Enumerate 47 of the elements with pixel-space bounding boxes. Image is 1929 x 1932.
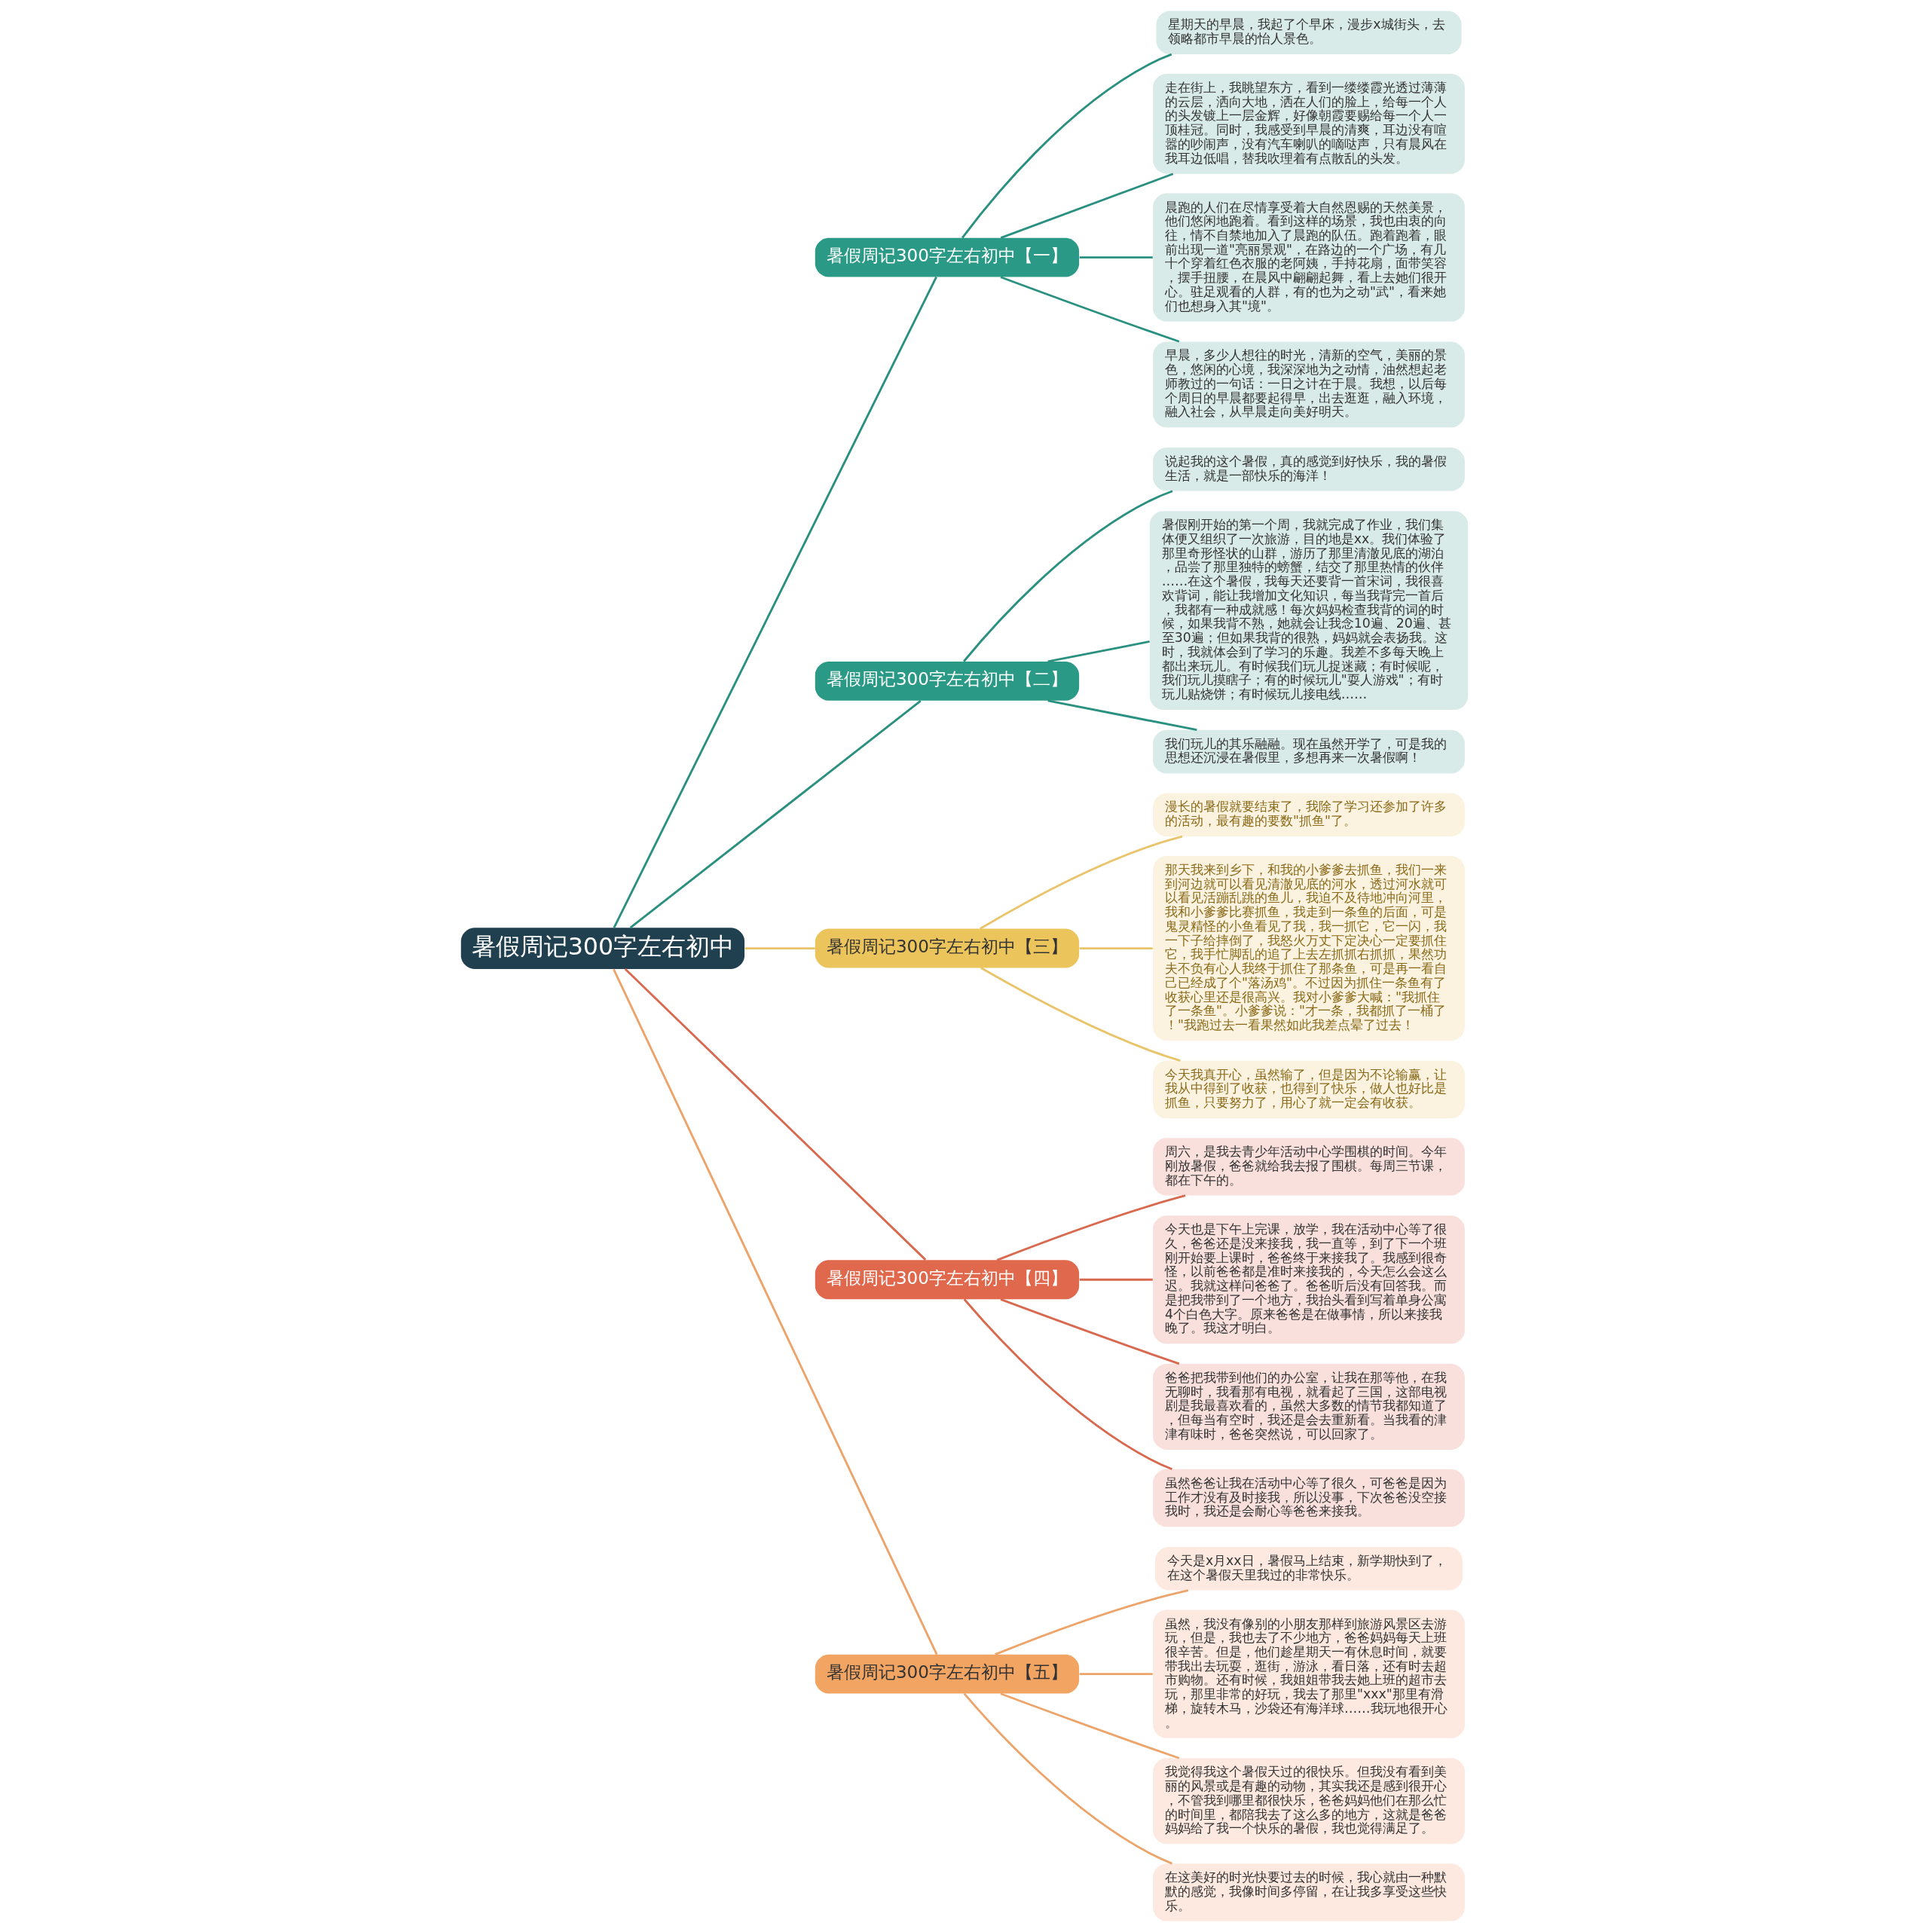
connector <box>996 1194 1186 1261</box>
node-box: 暑假周记300字左右初中【三】 <box>815 928 1080 968</box>
node-box: 说起我的这个暑假，真的感觉到好快乐，我的暑假生活，就是一部快乐的海洋！ <box>1153 447 1465 491</box>
node-box: 漫长的暑假就要结束了，我除了学习还参加了许多的活动，最有趣的要数"抓鱼"了。 <box>1153 793 1465 837</box>
connector <box>1079 1673 1153 1676</box>
connector <box>1000 276 1180 343</box>
node-box: 暑假周记300字左右初中【四】 <box>815 1260 1080 1300</box>
connector <box>980 835 1183 930</box>
connector <box>1000 1298 1180 1365</box>
connector <box>980 967 1181 1062</box>
connector <box>1079 1278 1153 1281</box>
node-box: 星期天的早晨，我起了个早床，漫步x城街头，去领略都市早晨的怡人景色。 <box>1156 11 1462 55</box>
connector <box>613 968 938 1655</box>
node-box: 早晨，多少人想往的时光，清新的空气，美丽的景色，悠闲的心境，我深深地为之动情，油然想起老师教过的一句话：一日之计在于晨。我想，以后每个周日的早晨都要起得早，出去逛逛，融入环境，融入社会，从早晨走向美好明天。 <box>1153 341 1465 428</box>
connector <box>744 947 815 949</box>
node-box: 我们玩儿的其乐融融。现在虽然开学了，可是我的思想还沉浸在暑假里，多想再来一次暑假啊！ <box>1153 729 1465 774</box>
node-box: 走在街上，我眺望东方，看到一缕缕霞光透过薄薄的云层，洒向大地，洒在人们的脸上，给每一个人的头发镀上一层金辉，好像朝霞要赐给每一个人一顶桂冠。同时，我感受到早晨的清爽，耳边没有喧嚣的吵闹声，没有汽车喇叭的嘀哒声，只有晨风在我耳边低唱，替我吹理着有点散乱的头发。 <box>1153 74 1465 174</box>
connector <box>963 1298 1172 1471</box>
node-box: 我觉得我这个暑假天过的很快乐。但我没有看到美丽的风景或是有趣的动物，其实我还是感到很开心，不管我到哪里都很快乐，爸爸妈妈他们在那么忙的时间里，都陪我去了这么多的地方，这就是爸爸妈妈给了我一个快乐的暑假，我也觉得满足了。 <box>1153 1758 1465 1845</box>
node-box: 晨跑的人们在尽情享受着大自然恩赐的天然美景，他们悠闲地跑着。看到这样的场景，我也由衷的向往，情不自禁地加入了晨跑的队伍。跑着跑着，眼前出现一道"亮丽景观"，在路边的一个广场，有几十个穿着红色衣服的老阿姨，手持花扇，面带笑容，摆手扭腰，在晨风中翩翩起舞，看上去她们很开心。驻足观看的人群，有的也为之动"武"，看来她们也想身入其"境"。 <box>1153 193 1465 322</box>
connector <box>995 1589 1189 1655</box>
node-box: 爸爸把我带到他们的办公室，让我在那等他，在我无聊时，我看那有电视，就看起了三国，这部电视剧是我最喜欢看的，虽然大多数的情节我都知道了，但每当有空时，我还是会去重新看。当我看的津津有味时，爸爸突然说，可以回家了。 <box>1153 1364 1465 1450</box>
node-box: 今天是x月xx日，暑假马上结束，新学期快到了，在这个暑假天里我过的非常快乐。 <box>1155 1546 1463 1591</box>
node-box: 虽然爸爸让我在活动中心等了很久，可爸爸是因为工作才没有及时接我，所以没事，下次爸爸没空接我时，我还是会耐心等爸爸来接我。 <box>1153 1469 1465 1527</box>
node-box: 虽然，我没有像别的小朋友那样到旅游风景区去游玩，但是，我也去了不少地方，爸爸妈妈每天上班很辛苦。但是，他们趁星期天一有休息时间，就要带我出去玩耍，逛街，游泳，看日落，还有时去超市购物。还有时候，我姐姐带我去她上班的超市去玩，那里非常的好玩，我去了那里"xxx"那里有滑梯，旋转木马，沙袋还有海洋球……我玩地很开心。 <box>1153 1609 1465 1738</box>
connector <box>613 277 937 928</box>
node-box: 暑假周记300字左右初中【二】 <box>815 661 1080 701</box>
connector <box>963 490 1173 662</box>
connector <box>1047 699 1197 732</box>
node-box: 今天我真开心，虽然输了，但是因为不论输赢，让我从中得到了收获，也得到了快乐，做人也好比是抓鱼，只要努力了，用心了就一定会有收获。 <box>1153 1060 1465 1119</box>
node-box: 暑假周记300字左右初中【五】 <box>815 1654 1080 1694</box>
node-box: 周六，是我去青少年活动中心学围棋的时间。今年刚放暑假，爸爸就给我去报了围棋。每周三节课，都在下午的。 <box>1153 1138 1465 1196</box>
node-box: 暑假周记300字左右初中【一】 <box>815 237 1080 277</box>
connector <box>1047 640 1150 663</box>
node-box: 暑假刚开始的第一个周，我就完成了作业，我们集体便又组织了一次旅游，目的地是xx。我们体验了那里奇形怪状的山群，游历了那里清澈见底的湖泊，品尝了那里独特的螃蟹，结交了那里热情的伙伴……在这个暑假，我每天还要背一首宋词，我很喜欢背词，能让我增加文化知识，每当我背完一首后，我都有一种成就感！每次妈妈检查我背的词的时候，如果我背不熟，她就会让我念10遍、20遍、甚至30遍；但如果我背的很熟，妈妈就会表扬我。这时，我就体会到了学习的乐趣。我差不多每天晚上都出来玩儿。有时候我们玩儿捉迷藏；有时候呢，我们玩儿摸瞎子；有的时候玩儿"耍人游戏"；有时玩儿贴烧饼；有时候玩儿接电线…… <box>1149 511 1469 711</box>
node-box: 今天也是下午上完课，放学，我在活动中心等了很久，爸爸还是没来接我，我一直等，到了下一个班刚开始要上课时，爸爸终于来接我了。我感到很奇怪，以前爸爸都是准时来接我的，今天怎么会这么迟。我就这样问爸爸了。爸爸听后没有回答我。而是把我带到了一个地方，我抬头看到写着单身公寓4个白色大字。原来爸爸是在做事情，所以来接我晚了。我这才明白。 <box>1153 1215 1465 1344</box>
connector <box>1000 1692 1180 1759</box>
node-box: 在这美好的时光快要过去的时候，我心就由一种默默的感觉，我像时间多停留，在让我多享受这些快乐。 <box>1153 1863 1465 1921</box>
connector <box>963 1692 1172 1865</box>
connector <box>629 700 922 929</box>
node-box: 暑假周记300字左右初中 <box>460 928 745 969</box>
connector <box>624 968 927 1261</box>
connector <box>1000 173 1174 239</box>
connector <box>1079 947 1153 949</box>
connector <box>1079 256 1153 259</box>
connector <box>961 53 1172 239</box>
node-box: 那天我来到乡下，和我的小爹爹去抓鱼，我们一来到河边就可以看见清澈见底的河水，透过河水就可以看见活蹦乱跳的鱼儿，我迫不及待地冲向河里，我和小爹爹比赛抓鱼，我走到一条鱼的后面，可是鬼灵精怪的小鱼看见了我，我一抓它，它一闪，我一下子给摔倒了，我怒火万丈下定决心一定要抓住它，我手忙脚乱的追了上去左抓抓右抓抓，果然功夫不负有心人我终于抓住了那条鱼，可是再一看自己已经成了个"落汤鸡"。不过因为抓住一条鱼有了收获心里还是很高兴。我对小爹爹大喊："我抓住了一条鱼"。小爹爹说："才一条，我都抓了一桶了！"我跑过去一看果然如此我差点晕了过去！ <box>1153 856 1465 1041</box>
